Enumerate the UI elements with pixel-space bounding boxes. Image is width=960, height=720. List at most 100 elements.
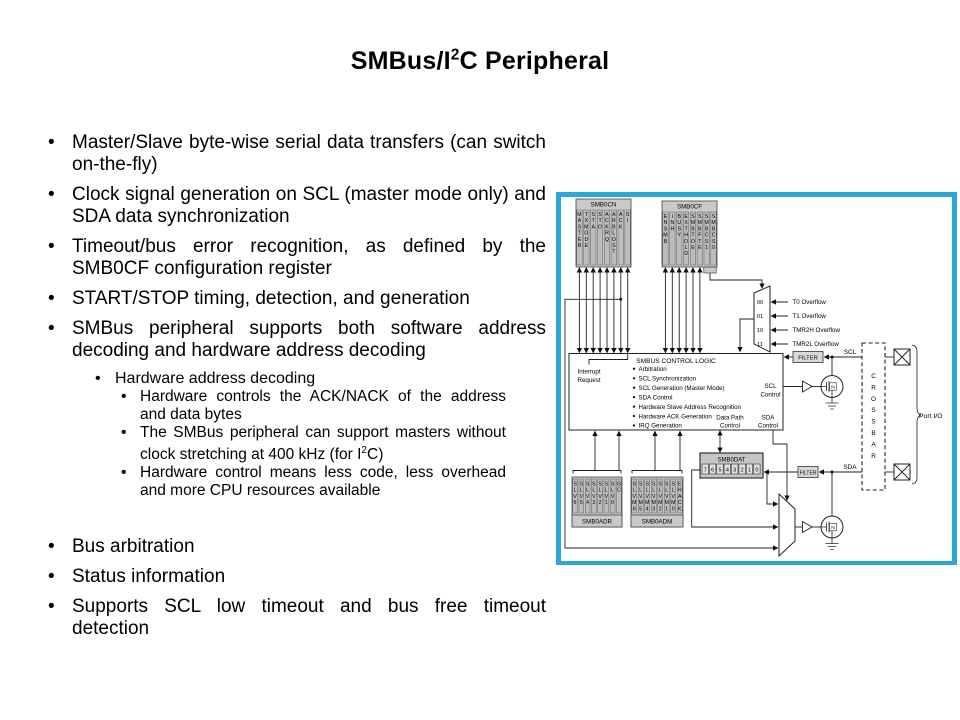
bullet-text: Hardware control means less code, less o… [140,464,506,500]
bit-label: 1 [748,468,751,474]
bullet-text: Bus arbitration [72,536,195,558]
item-bullet [632,386,636,389]
bullet-item: • Timeout/bus error recognition, as defin… [40,236,546,280]
port-io-label: Port I/O [919,413,942,420]
control-logic-item: Hardware ACK Generation [639,413,713,420]
bullet-item: •Clock signal generation on SCL (master … [40,184,546,228]
data-path-label-2: Control [720,423,740,430]
bit-label: 3 [733,468,736,474]
bit-label: 6 [711,468,714,474]
bullet-text: Supports SCL low timeout and bus free ti… [72,596,546,640]
scl-ground [825,402,839,410]
sda-nfet-symbol [820,521,833,543]
scl-line-label: SCL [844,349,857,356]
bullet-text: Hardware controls the ACK/NACK of the ad… [140,388,506,423]
sda-nfet-label-box [829,522,837,531]
crossbar-letter: S [871,407,875,414]
bullet-text: Timeout/bus error recognition, as define… [72,236,546,279]
mux-code: 01 [757,314,763,320]
mux-input-label: T1 Overflow [793,313,827,320]
scl-control-label-1: SCL [764,383,777,390]
port-pad-scl [893,348,911,366]
sda-line-label: SDA [843,464,857,471]
bullet-item: •The SMBus peripheral can support master… [40,424,546,464]
smbcs-select-box [703,266,717,274]
bullet-marker: • [48,596,55,618]
smb0cf-title: SMB0CF [677,204,702,211]
bullet-marker: • [121,464,127,482]
crossbar-box [861,342,886,491]
bullet-text: Hardware address decoding [115,370,316,387]
wire [631,470,683,474]
mux-input-label: T0 Overflow [793,299,827,306]
scl-nfet-symbol [821,381,833,403]
bullet-item: •SMBus peripheral supports both software… [40,318,546,362]
page-title-text: SMBus/I2C Peripheral [350,47,610,76]
mux-code: 10 [757,328,763,334]
mux-input-label: TMR2L Overflow [793,341,840,348]
bit-label: 5 [719,468,722,474]
sda-nfet-label: N [831,525,835,531]
bullet-item: • Hardware control means less code, less … [40,464,546,500]
smbus-control-logic-box [568,353,784,431]
bullet-text: Status information [72,566,226,588]
control-logic-item: SCL Synchronization [639,375,697,382]
bullet-list: • Master/Slave byte-wise serial data tran… [40,132,546,648]
control-logic-item: IRQ Generation [639,423,683,430]
bullet-marker: • [48,236,55,257]
wire [572,470,622,474]
bit-label: 0 [755,468,758,474]
bullet-text: SMBus peripheral supports both software … [72,318,546,361]
crossbar-letter: R [871,453,876,460]
bit-label: 2 [741,468,744,474]
bullet-text: Master/Slave byte-wise serial data trans… [72,132,546,175]
sda-control-label-1: SDA [762,415,776,422]
control-logic-item: Arbitration [639,366,668,373]
item-bullet [632,377,636,380]
bullet-marker: • [121,388,127,405]
junction-dot [830,355,834,359]
crossbar-letter: O [871,396,876,403]
bullet-item: •Master/Slave byte-wise serial data tran… [40,132,546,176]
crossbar-letter: C [871,373,876,380]
bullet-item: •START/STOP timing, detection, and gener… [40,288,546,310]
junction-dot [619,297,623,301]
bullet-text: The SMBus peripheral can support masters… [140,424,506,464]
bullet-text: START/STOP timing, detection, and genera… [72,288,470,309]
crossbar-letter: S [871,419,875,426]
smb0cn-title: SMB0CN [591,202,617,209]
interrupt-label-2: Request [578,377,601,384]
wire [564,298,779,551]
bit-label: 4 [726,468,729,474]
wire [766,472,779,507]
control-logic-item: SCL Generation (Master Mode) [639,385,725,392]
page-title: SMBus/I2C Peripheral [0,47,960,76]
bullet-item: • Hardware controls the ACK/NACK of the a… [40,388,546,424]
control-logic-item: SDA Control [639,394,673,401]
crossbar-letter: R [871,384,876,391]
control-logic-title: SMBUS CONTROL LOGIC [636,358,716,365]
